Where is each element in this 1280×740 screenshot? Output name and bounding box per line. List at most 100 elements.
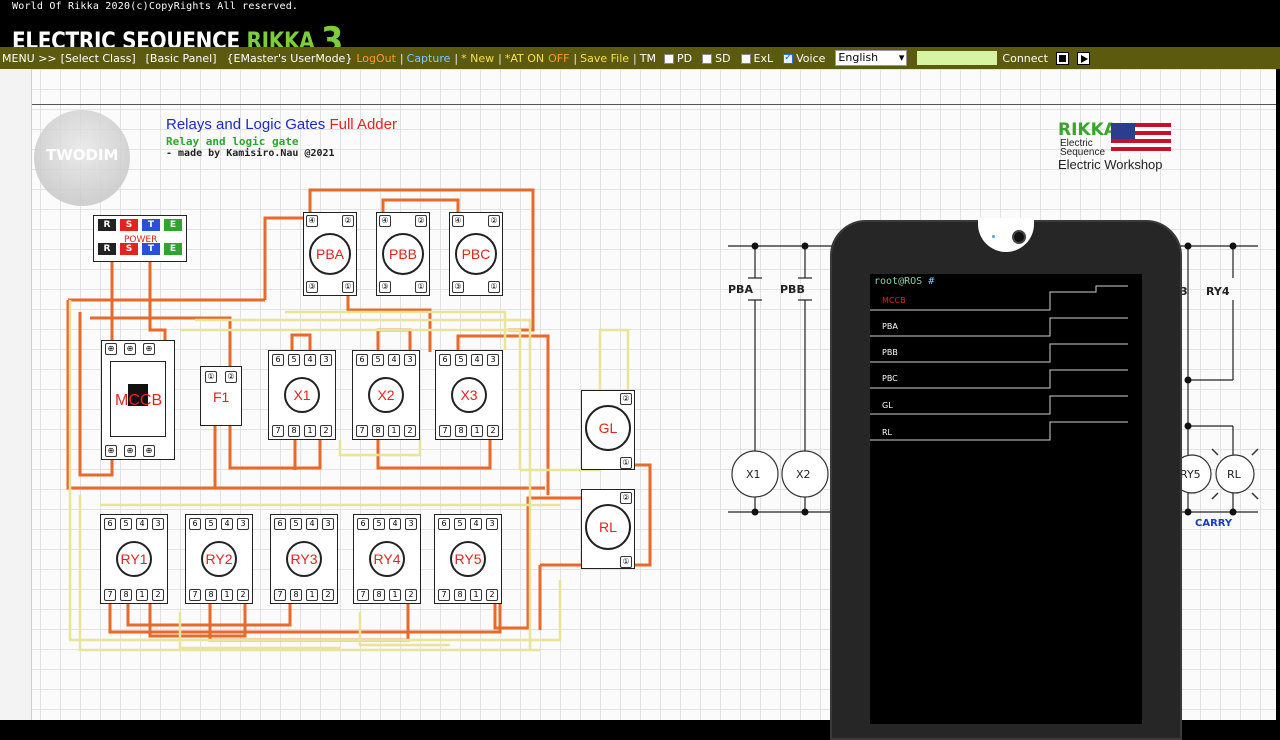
- pushbutton-pbb[interactable]: ④ ② PBB ③ ①: [376, 212, 430, 296]
- pin[interactable]: 2: [404, 425, 416, 437]
- pin[interactable]: 6: [438, 518, 450, 530]
- lamp-rl[interactable]: ② RL ①: [581, 489, 635, 569]
- pin[interactable]: ⊕: [105, 343, 117, 355]
- pin[interactable]: 2: [486, 589, 498, 601]
- pin[interactable]: 7: [104, 589, 116, 601]
- pin[interactable]: ②: [225, 371, 237, 383]
- tm-link[interactable]: TM: [639, 51, 656, 65]
- pin[interactable]: ②: [488, 215, 500, 227]
- pin[interactable]: ③: [379, 281, 391, 293]
- pin[interactable]: 6: [274, 518, 286, 530]
- pin[interactable]: 7: [439, 425, 451, 437]
- pin[interactable]: 5: [120, 518, 132, 530]
- pin[interactable]: ①: [620, 556, 632, 568]
- basic-panel-link[interactable]: [Basic Panel]: [145, 51, 217, 65]
- relay-ry1[interactable]: 6 5 4 3 RY1 7 8 1 2: [100, 514, 168, 604]
- pin[interactable]: 7: [356, 425, 368, 437]
- pushbutton-pbc[interactable]: ④ ② PBC ③ ①: [449, 212, 503, 296]
- select-class-link[interactable]: [Select Class]: [60, 51, 136, 65]
- new-link[interactable]: * New: [461, 51, 495, 65]
- pin[interactable]: 2: [487, 425, 499, 437]
- pin[interactable]: 3: [486, 518, 498, 530]
- pin[interactable]: 4: [388, 354, 400, 366]
- pin[interactable]: 3: [404, 354, 416, 366]
- pin[interactable]: 3: [237, 518, 249, 530]
- pin[interactable]: 4: [136, 518, 148, 530]
- pin[interactable]: 8: [290, 589, 302, 601]
- pin[interactable]: 6: [356, 354, 368, 366]
- relay-x3[interactable]: 6 5 4 3 X3 7 8 1 2: [435, 350, 503, 440]
- pin[interactable]: 2: [405, 589, 417, 601]
- pin[interactable]: 5: [290, 518, 302, 530]
- pin[interactable]: 8: [373, 589, 385, 601]
- relay-ry5[interactable]: 6 5 4 3 RY5 7 8 1 2: [434, 514, 502, 604]
- pin[interactable]: ②: [342, 215, 354, 227]
- pin[interactable]: 5: [372, 354, 384, 366]
- pin[interactable]: ④: [306, 215, 318, 227]
- pin[interactable]: 4: [389, 518, 401, 530]
- pin[interactable]: 1: [389, 589, 401, 601]
- pin[interactable]: 2: [320, 425, 332, 437]
- pin[interactable]: 8: [454, 589, 466, 601]
- pin[interactable]: 7: [274, 589, 286, 601]
- pin[interactable]: 4: [221, 518, 233, 530]
- user-mode-link[interactable]: {EMaster's UserMode}: [226, 51, 353, 65]
- pin[interactable]: 2: [237, 589, 249, 601]
- pin[interactable]: 5: [455, 354, 467, 366]
- pin[interactable]: 8: [455, 425, 467, 437]
- pin[interactable]: 5: [454, 518, 466, 530]
- pin[interactable]: 1: [304, 425, 316, 437]
- pin[interactable]: ②: [415, 215, 427, 227]
- pin[interactable]: ④: [452, 215, 464, 227]
- fuse-f1[interactable]: ① ② F1: [200, 366, 242, 426]
- save-file-link[interactable]: Save File: [580, 51, 630, 65]
- pin[interactable]: 3: [322, 518, 334, 530]
- off-link[interactable]: OFF: [548, 51, 570, 65]
- pin[interactable]: 2: [322, 589, 334, 601]
- pin[interactable]: 6: [189, 518, 201, 530]
- pin[interactable]: ②: [620, 393, 632, 405]
- mccb-breaker[interactable]: ⊕ ⊕ ⊕ MCCB ⊕ ⊕ ⊕: [101, 340, 175, 460]
- connect-button[interactable]: Connect: [1002, 51, 1048, 65]
- pin[interactable]: ⊕: [124, 445, 136, 457]
- relay-x2[interactable]: 6 5 4 3 X2 7 8 1 2: [352, 350, 420, 440]
- at-on-link[interactable]: *AT ON: [504, 51, 545, 65]
- pin[interactable]: 7: [189, 589, 201, 601]
- pin[interactable]: 1: [388, 425, 400, 437]
- pin[interactable]: 4: [471, 354, 483, 366]
- pin[interactable]: 1: [471, 425, 483, 437]
- voice-checkbox[interactable]: [783, 52, 794, 64]
- pin[interactable]: ④: [379, 215, 391, 227]
- pin[interactable]: ①: [342, 281, 354, 293]
- pin[interactable]: 3: [487, 354, 499, 366]
- pushbutton-pba[interactable]: ④ ② PBA ③ ①: [303, 212, 357, 296]
- phone-monitor[interactable]: root@ROS # MCCB PBA PBB PBC GL RL: [830, 218, 1182, 740]
- pin[interactable]: 7: [438, 589, 450, 601]
- breaker-handle-icon[interactable]: [128, 384, 148, 406]
- pin[interactable]: ⊕: [124, 343, 136, 355]
- pin[interactable]: 6: [104, 518, 116, 530]
- pin[interactable]: 3: [152, 518, 164, 530]
- connect-input[interactable]: [917, 51, 998, 65]
- pin[interactable]: ②: [620, 492, 632, 504]
- language-select[interactable]: English: [835, 50, 908, 66]
- relay-ry3[interactable]: 6 5 4 3 RY3 7 8 1 2: [270, 514, 338, 604]
- pin[interactable]: 6: [272, 354, 284, 366]
- pin[interactable]: 7: [357, 589, 369, 601]
- pin[interactable]: ⊕: [143, 343, 155, 355]
- pin[interactable]: 5: [205, 518, 217, 530]
- pin[interactable]: 4: [304, 354, 316, 366]
- pin[interactable]: 5: [288, 354, 300, 366]
- play-icon[interactable]: [1076, 51, 1090, 65]
- stop-icon[interactable]: [1055, 51, 1069, 65]
- pin[interactable]: ⊕: [143, 445, 155, 457]
- pin[interactable]: 1: [306, 589, 318, 601]
- capture-link[interactable]: Capture: [406, 51, 451, 65]
- pin[interactable]: 8: [120, 589, 132, 601]
- pin[interactable]: 6: [439, 354, 451, 366]
- logout-link[interactable]: LogOut: [356, 51, 396, 65]
- pin[interactable]: ①: [620, 457, 632, 469]
- pin[interactable]: ③: [452, 281, 464, 293]
- pin[interactable]: 7: [272, 425, 284, 437]
- pin[interactable]: ①: [415, 281, 427, 293]
